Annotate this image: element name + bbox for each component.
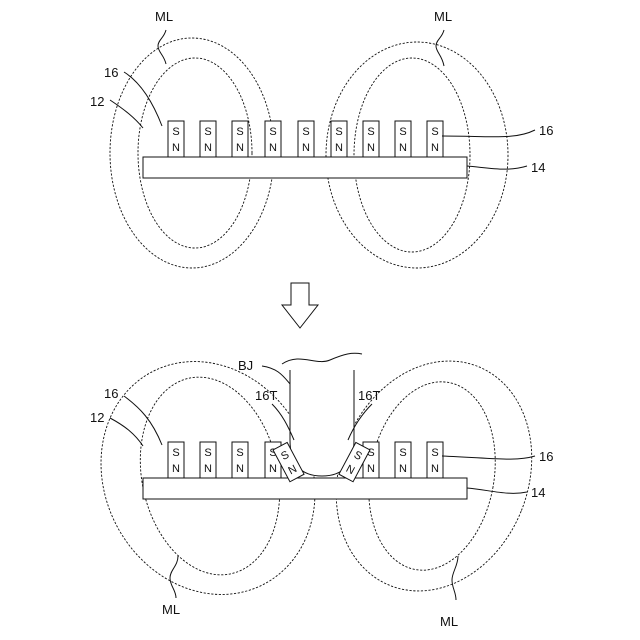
top-ml-right-label: ML (434, 9, 452, 24)
bottom-ml-left-leader (170, 556, 178, 598)
bottom-12-leader (110, 418, 143, 446)
tool-bj (290, 370, 354, 476)
bottom-magnet-1: SN (168, 442, 184, 478)
tool-label: BJ (238, 358, 253, 373)
bottom-magnet-9: SN (427, 442, 443, 478)
down-arrow-icon (282, 283, 318, 328)
top-substrate-label: 14 (531, 160, 545, 175)
north-pole-label: N (335, 142, 343, 154)
tilted-magnet-left-label: 16T (255, 388, 277, 403)
bottom-ml-left-label: ML (162, 602, 180, 617)
top-16-left-leader (124, 72, 162, 126)
top-magnet-left-label: 16 (104, 65, 118, 80)
south-pole-label: S (399, 447, 406, 459)
north-pole-label: N (172, 142, 180, 154)
south-pole-label: S (204, 447, 211, 459)
bottom-magnet-right-label: 16 (539, 449, 553, 464)
bottom-ml-right-label: ML (440, 614, 458, 629)
north-pole-label: N (172, 463, 180, 475)
south-pole-label: S (431, 126, 438, 138)
south-pole-label: S (302, 126, 309, 138)
top-magnet-3: SN (232, 121, 248, 157)
south-pole-label: S (204, 126, 211, 138)
top-16-right-leader (442, 130, 535, 137)
north-pole-label: N (431, 142, 439, 154)
north-pole-label: N (204, 142, 212, 154)
north-pole-label: N (302, 142, 310, 154)
north-pole-label: N (399, 142, 407, 154)
south-pole-label: S (236, 447, 243, 459)
south-pole-label: S (367, 126, 374, 138)
top-magnet-9: SN (427, 121, 443, 157)
south-pole-label: S (172, 447, 179, 459)
north-pole-label: N (269, 142, 277, 154)
bottom-substrate-label: 14 (531, 485, 545, 500)
bottom-ml-right-leader (452, 556, 458, 600)
top-left-outer-field-loop (110, 38, 274, 268)
south-pole-label: S (172, 126, 179, 138)
top-magnet-1: SN (168, 121, 184, 157)
south-pole-label: S (236, 126, 243, 138)
bottom-16-left-leader (124, 396, 162, 445)
north-pole-label: N (367, 463, 375, 475)
north-pole-label: N (204, 463, 212, 475)
bottom-substrate (143, 478, 467, 499)
top-magnet-right-label: 16 (539, 123, 553, 138)
north-pole-label: N (399, 463, 407, 475)
south-pole-label: S (431, 447, 438, 459)
bottom-magnet-2: SN (200, 442, 216, 478)
top-magnet-row: SNSNSNSNSNSNSNSNSN (168, 121, 443, 157)
top-panel: SNSNSNSNSNSNSNSNSN ML ML 16 12 16 14 (90, 9, 553, 268)
south-pole-label: S (269, 126, 276, 138)
bottom-plate-label: 12 (90, 410, 104, 425)
bottom-14-leader (467, 488, 527, 493)
top-ml-right-leader (436, 30, 444, 66)
bottom-magnet-3: SN (232, 442, 248, 478)
top-substrate (143, 157, 467, 178)
top-plate-label: 12 (90, 94, 104, 109)
top-magnet-8: SN (395, 121, 411, 157)
south-pole-label: S (399, 126, 406, 138)
bottom-bj-leader (262, 366, 290, 384)
north-pole-label: N (269, 463, 277, 475)
top-ml-left-label: ML (155, 9, 173, 24)
top-magnet-2: SN (200, 121, 216, 157)
north-pole-label: N (236, 142, 244, 154)
tilted-magnet-right-label: 16T (358, 388, 380, 403)
top-14-leader (467, 166, 527, 169)
top-right-outer-field-loop (326, 42, 508, 268)
north-pole-label: N (236, 463, 244, 475)
south-pole-label: S (335, 126, 342, 138)
top-magnet-6: SN (331, 121, 347, 157)
bottom-16-right-leader (442, 456, 535, 459)
top-magnet-7: SN (363, 121, 379, 157)
north-pole-label: N (367, 142, 375, 154)
top-ml-left-leader (158, 30, 166, 64)
north-pole-label: N (431, 463, 439, 475)
bottom-magnet-8: SN (395, 442, 411, 478)
bottom-magnet-left-label: 16 (104, 386, 118, 401)
top-magnet-5: SN (298, 121, 314, 157)
tool-bj-break-line (282, 353, 362, 364)
top-magnet-4: SN (265, 121, 281, 157)
bottom-panel: SNSNSNSNSNSNSNSNSN BJ 16T 16T 16 12 16 1… (61, 324, 566, 633)
